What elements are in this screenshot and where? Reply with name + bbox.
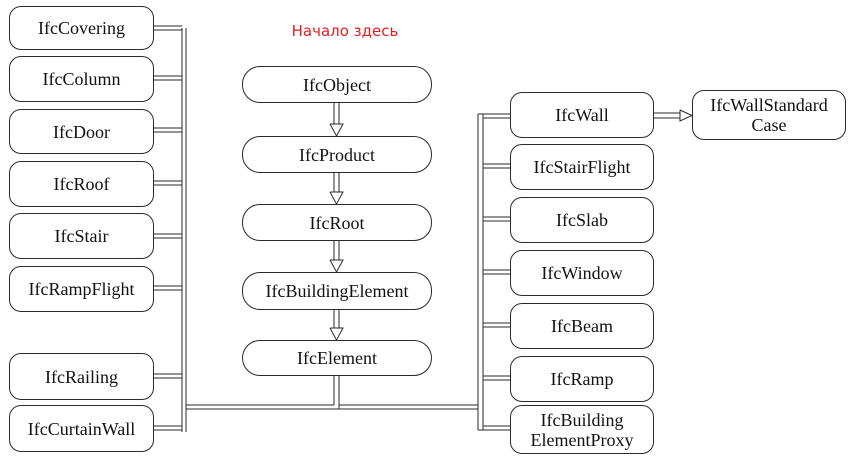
- node-ifcbuildingelementproxy: IfcBuilding ElementProxy: [510, 405, 654, 454]
- node-ifcobject: IfcObject: [242, 66, 432, 103]
- node-ifcwallstandardcase: IfcWallStandard Case: [692, 90, 846, 140]
- node-ifcelement: IfcElement: [242, 340, 432, 376]
- node-ifcdoor: IfcDoor: [9, 109, 154, 154]
- node-ifccurtainwall: IfcCurtainWall: [9, 405, 154, 452]
- node-ifcroot: IfcRoot: [242, 204, 432, 241]
- node-ifcslab: IfcSlab: [510, 197, 654, 243]
- node-ifccolumn: IfcColumn: [9, 56, 154, 102]
- node-ifcstair: IfcStair: [9, 213, 154, 259]
- node-ifcbuildingelement: IfcBuildingElement: [242, 272, 432, 310]
- start-here-label: Начало здесь: [291, 22, 399, 40]
- node-ifcramp: IfcRamp: [510, 356, 654, 402]
- node-ifcproduct: IfcProduct: [242, 136, 432, 173]
- node-ifcstairflight: IfcStairFlight: [510, 144, 654, 190]
- node-ifcrailing: IfcRailing: [9, 353, 154, 400]
- node-ifcbeam: IfcBeam: [510, 303, 654, 349]
- node-ifcwindow: IfcWindow: [510, 250, 654, 296]
- node-ifccovering: IfcCovering: [9, 6, 154, 50]
- node-ifcwall: IfcWall: [510, 92, 654, 138]
- node-ifcrampflight: IfcRampFlight: [9, 266, 154, 312]
- node-ifcroof: IfcRoof: [9, 161, 154, 207]
